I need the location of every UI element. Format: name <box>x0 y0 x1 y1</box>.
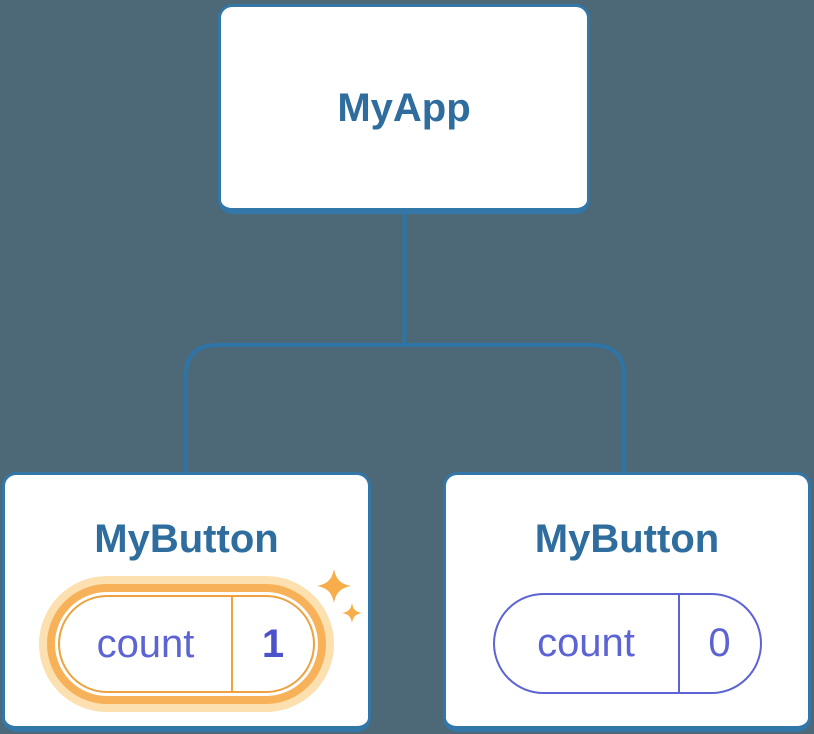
state-value: 0 <box>708 621 731 665</box>
component-node-mybutton-normal: MyButton count 0 <box>443 472 811 732</box>
node-label-mybutton-normal: MyButton <box>534 517 720 561</box>
state-pill-divider <box>231 597 233 691</box>
sparkles-icon <box>317 569 362 623</box>
node-label-mybutton-updated: MyButton <box>94 517 279 561</box>
state-pill-highlighted: count 1 <box>58 569 362 693</box>
state-name-label: count <box>537 621 635 665</box>
node-label-root: MyApp <box>337 85 471 130</box>
state-name-cell: count <box>495 595 678 692</box>
state-value-cell: 0 <box>680 595 760 692</box>
state-name-label: count <box>96 621 195 666</box>
component-node-mybutton-updated: MyButton count 1 <box>2 472 371 732</box>
state-pill-divider <box>677 595 680 692</box>
state-value: 1 <box>261 621 285 666</box>
state-name-cell: count <box>60 597 231 691</box>
component-node-root: MyApp <box>218 4 590 214</box>
state-value-cell: 1 <box>233 597 313 691</box>
state-pill-normal: count 0 <box>492 593 762 694</box>
